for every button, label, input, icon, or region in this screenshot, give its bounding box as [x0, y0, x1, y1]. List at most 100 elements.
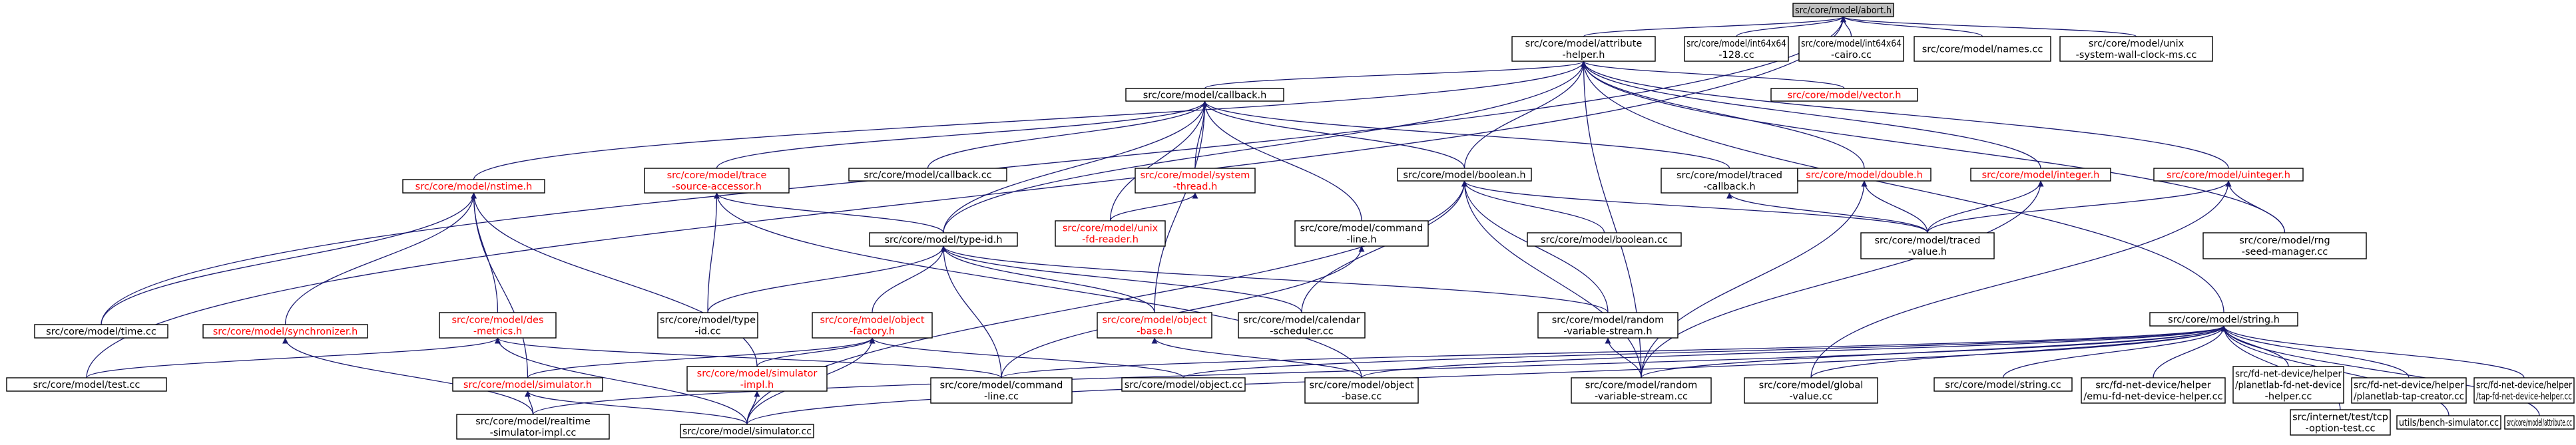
- node-label-line: src/fd-net-device/helper: [2235, 369, 2342, 380]
- node-names[interactable]: src/core/model/names.cc: [1914, 36, 2051, 62]
- node-global-val[interactable]: src/core/model/global-value.cc: [1744, 377, 1878, 404]
- node-tap-fd[interactable]: src/fd-net-device/helper/tap-fd-net-devi…: [2473, 377, 2575, 404]
- node-rand-var-h[interactable]: src/core/model/random-variable-stream.h: [1537, 312, 1678, 339]
- node-box: [1304, 377, 1419, 404]
- node-intcairo[interactable]: src/core/model/int64x64-cairo.cc: [1798, 36, 1904, 62]
- edge-cal-sched-to-type-id: [940, 245, 1302, 313]
- node-label-line: src/core/model/object.cc: [1125, 380, 1243, 390]
- node-box: [930, 377, 1073, 404]
- node-box: [1527, 232, 1682, 247]
- edge-realtime-to-string-h: [532, 325, 2227, 415]
- edge-nstime-to-attr-helper: [473, 61, 1587, 180]
- node-simulator-h[interactable]: src/core/model/simulator.h: [452, 377, 603, 392]
- edge-boolean-h-to-callback-h: [1202, 100, 1465, 169]
- node-label-line: -base.cc: [1342, 392, 1382, 402]
- edge-boolean-cc-to-boolean-h: [1461, 180, 1605, 233]
- edge-simulator-cc-to-simulator-h: [525, 390, 748, 425]
- node-label-line: -option-test.cc: [2306, 424, 2376, 434]
- node-cmd-line-h[interactable]: src/core/model/command-line.h: [1294, 220, 1429, 247]
- node-obj-factory[interactable]: src/core/model/object-factory.h: [812, 312, 933, 339]
- node-rng-seed[interactable]: src/core/model/rng-seed-manager.cc: [2202, 232, 2367, 259]
- node-bench-sim[interactable]: utils/bench-simulator.cc: [2396, 415, 2501, 430]
- node-type-id[interactable]: src/core/model/type-id.h: [869, 232, 1018, 247]
- node-emu-fd[interactable]: src/fd-net-device/helper/emu-fd-net-devi…: [2081, 377, 2226, 404]
- node-rand-var-cc[interactable]: src/core/model/random-variable-stream.cc: [1571, 377, 1712, 404]
- node-cal-sched[interactable]: src/core/model/calendar-scheduler.cc: [1238, 312, 1366, 339]
- node-label-line: /emu-fd-net-device-helper.cc: [2083, 392, 2222, 402]
- node-trace-src[interactable]: src/core/model/trace-source-accessor.h: [644, 168, 790, 194]
- edge-type-id-cc-to-type-id: [707, 245, 947, 313]
- node-time-cc[interactable]: src/core/model/time.cc: [34, 324, 168, 339]
- node-obj-base-cc[interactable]: src/core/model/object-base.cc: [1304, 377, 1419, 404]
- node-traced-cb[interactable]: src/core/model/traced-callback.h: [1661, 168, 1798, 194]
- node-nstime[interactable]: src/core/model/nstime.h: [402, 179, 545, 194]
- node-planetlab-tap[interactable]: src/fd-net-device/helper/planetlab-tap-c…: [2351, 377, 2467, 404]
- node-box: [452, 377, 603, 392]
- node-sim-impl[interactable]: src/core/model/simulator-impl.h: [686, 366, 828, 392]
- node-object-cc[interactable]: src/core/model/object.cc: [1121, 377, 1246, 392]
- node-unix-fd[interactable]: src/core/model/unix-fd-reader.h: [1055, 220, 1166, 247]
- node-attr-helper[interactable]: src/core/model/attribute-helper.h: [1511, 36, 1656, 62]
- node-label-line: -scheduler.cc: [1270, 327, 1333, 337]
- node-integer-h[interactable]: src/core/model/integer.h: [1970, 168, 2111, 182]
- edge-string-cc-to-string-h: [2002, 325, 2227, 378]
- edge-cmd-line-cc-to-type-id: [940, 245, 1002, 378]
- node-box: [812, 312, 933, 339]
- node-callback-h[interactable]: src/core/model/callback.h: [1125, 88, 1284, 102]
- node-label-line: src/core/model/traced: [1874, 235, 1980, 246]
- node-string-h[interactable]: src/core/model/string.h: [2149, 312, 2298, 327]
- node-des-metrics[interactable]: src/core/model/des-metrics.h: [439, 312, 557, 339]
- node-label-line: src/fd-net-device/helper: [2095, 380, 2210, 391]
- node-type-id-cc[interactable]: src/core/model/type-id.cc: [657, 312, 758, 339]
- node-traced-val[interactable]: src/core/model/traced-value.h: [1860, 232, 1995, 259]
- edge-cal-sched-to-boolean-h: [1301, 180, 1467, 313]
- node-test-cc[interactable]: src/core/model/test.cc: [6, 377, 167, 392]
- node-box: [2504, 415, 2575, 430]
- node-abort[interactable]: src/core/model/abort.h: [1792, 3, 1894, 17]
- node-synchronizer[interactable]: src/core/model/synchronizer.h: [202, 324, 368, 339]
- node-box: [1933, 377, 2073, 392]
- node-label-line: src/core/model/realtime: [475, 416, 591, 427]
- node-double-h[interactable]: src/core/model/double.h: [1797, 168, 1932, 182]
- node-vector[interactable]: src/core/model/vector.h: [1770, 88, 1918, 102]
- node-obj-base-h[interactable]: src/core/model/object-base.h: [1097, 312, 1212, 339]
- node-simulator-cc[interactable]: src/core/model/simulator.cc: [680, 424, 814, 438]
- node-callback-cc[interactable]: src/core/model/callback.cc: [848, 168, 1007, 182]
- node-label-line: src/core/model/callback.h: [1143, 90, 1267, 101]
- node-boolean-cc[interactable]: src/core/model/boolean.cc: [1527, 232, 1682, 247]
- node-label-line: utils/bench-simulator.cc: [2399, 418, 2499, 428]
- node-label-line: src/core/model/string.cc: [1945, 380, 2061, 390]
- node-sys-thread[interactable]: src/core/model/system-thread.h: [1135, 168, 1256, 194]
- node-label-line: src/core/model/random: [1552, 315, 1665, 326]
- edge-simulator-cc-to-des-metrics: [495, 337, 748, 425]
- edge-cmd-line-cc-to-des-metrics: [495, 337, 1002, 378]
- node-box: [869, 232, 1018, 247]
- edge-rand-var-cc-to-double-h: [1641, 180, 1868, 378]
- node-label-line: src/core/model/double.h: [1806, 170, 1923, 181]
- node-int128[interactable]: src/core/model/int64x64-128.cc: [1684, 36, 1789, 62]
- node-cmd-line-cc[interactable]: src/core/model/command-line.cc: [930, 377, 1073, 404]
- node-label-line: src/core/model/simulator: [697, 369, 818, 379]
- node-label-line: src/internet/test/tcp: [2292, 412, 2388, 423]
- node-box: [2473, 377, 2575, 404]
- node-box: [848, 168, 1007, 182]
- node-box: [1792, 3, 1894, 17]
- node-uinteger-h[interactable]: src/core/model/uinteger.h: [2153, 168, 2304, 182]
- node-string-cc[interactable]: src/core/model/string.cc: [1933, 377, 2073, 392]
- node-label-line: -line.h: [1346, 235, 1376, 245]
- node-boolean-h[interactable]: src/core/model/boolean.h: [1397, 168, 1532, 182]
- node-realtime[interactable]: src/core/model/realtime-simulator-impl.c…: [456, 414, 610, 440]
- node-planetlab-fd[interactable]: src/fd-net-device/helper/planetlab-fd-ne…: [2232, 366, 2344, 404]
- node-label-line: src/core/model/callback.cc: [864, 170, 991, 181]
- edge-sim-impl-to-nstime: [471, 192, 758, 367]
- node-tcp-test[interactable]: src/internet/test/tcp-option-test.cc: [2290, 409, 2391, 436]
- node-wallclock[interactable]: src/core/model/unix-system-wall-clock-ms…: [2059, 36, 2213, 62]
- node-label-line: src/core/model/vector.h: [1788, 90, 1902, 101]
- node-box: [1798, 36, 1904, 62]
- edge-obj-factory-to-type-id: [872, 245, 947, 313]
- node-attribute-cc[interactable]: src/core/model/attribute.cc: [2504, 415, 2575, 430]
- node-label-line: src/core/model/abort.h: [1795, 5, 1892, 16]
- edge-traced-val-to-double-h: [1861, 180, 1928, 233]
- node-label-line: -callback.h: [1703, 182, 1755, 192]
